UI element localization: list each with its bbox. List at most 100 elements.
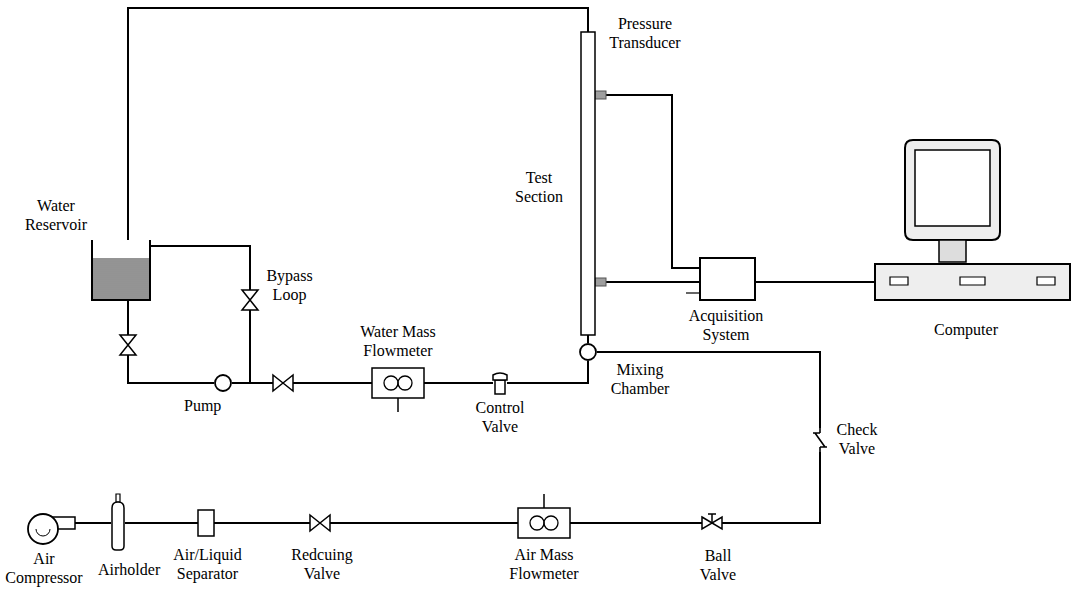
part-label: Pressure Transducer — [600, 14, 690, 52]
pc-outline — [939, 240, 966, 262]
airholder: Airholder — [111, 494, 125, 550]
pump-symbol — [214, 374, 232, 392]
pressure-transducer — [595, 278, 606, 286]
component-label: Check Valve — [832, 420, 882, 458]
component-label: Control Valve — [460, 398, 540, 436]
pressure-transducer — [595, 91, 606, 99]
meter-outline — [518, 508, 570, 538]
pipe-line — [597, 352, 820, 428]
pc-outline — [915, 150, 990, 226]
air-flowmeter: Air Mass Flowmeter — [518, 508, 570, 538]
ball-outline — [708, 514, 716, 523]
cvalve-outline — [495, 380, 505, 394]
pipe-line — [722, 452, 820, 523]
reducing-valve-symbol — [310, 515, 330, 531]
pc-outline — [960, 277, 985, 285]
loop-label: Bypass Loop — [262, 266, 317, 304]
water-flowmeter-symbol — [372, 368, 424, 398]
ball-valve: Ball Valve — [702, 513, 722, 533]
component-label: Redcuing Valve — [287, 545, 357, 583]
air-compressor-symbol — [25, 505, 75, 545]
meter-outline — [372, 368, 424, 398]
pipe-line — [595, 95, 700, 268]
water-flowmeter: Water Mass Flowmeter — [372, 368, 424, 398]
meter-rotor — [530, 516, 544, 530]
water-reservoir-symbol — [92, 240, 150, 300]
pipe-line — [128, 8, 588, 240]
pipe-line — [125, 522, 198, 524]
mixing-chamber: Mixing Chamber — [579, 343, 597, 361]
air-liquid-separator: Air/Liquid Separator — [198, 510, 214, 536]
control-valve-symbol — [493, 372, 507, 394]
pipe-line — [507, 361, 588, 383]
pipe-line — [755, 281, 875, 283]
component-label: Ball Valve — [692, 546, 744, 584]
input-stub — [686, 292, 700, 293]
bypass-valve — [242, 290, 258, 310]
component-label: Acquisition System — [676, 306, 776, 344]
pipe-line — [128, 300, 214, 383]
air-flowmeter-symbol — [518, 508, 570, 538]
component-label: Air Compressor — [3, 549, 85, 587]
acquisition-system: Acquisition System — [700, 258, 755, 300]
flowmeter-stem — [543, 494, 545, 508]
reducing-valve: Redcuing Valve — [310, 515, 330, 531]
check-outline — [813, 428, 827, 452]
pc-outline — [890, 277, 908, 285]
water — [92, 258, 150, 300]
pipe-line — [330, 522, 518, 524]
pc-outline — [875, 264, 1070, 300]
test-section-symbol — [581, 32, 595, 335]
pump: Pump — [214, 374, 232, 392]
mixing-chamber-symbol — [579, 343, 597, 361]
pipe-line — [232, 382, 372, 384]
comp-outline — [36, 529, 50, 536]
valve-outline — [310, 515, 330, 531]
component-label: Mixing Chamber — [604, 360, 676, 398]
pc-outline — [1037, 277, 1055, 285]
control-valve: Control Valve — [493, 372, 507, 394]
pipe-line — [595, 281, 700, 283]
tank-outline — [92, 240, 150, 300]
flowmeter-stem — [397, 398, 399, 412]
meter-rotor — [544, 516, 558, 530]
pump-outline — [215, 375, 231, 391]
meter-rotor — [384, 376, 398, 390]
component-label: Air/Liquid Separator — [170, 545, 245, 583]
test-section: Test Section — [581, 32, 595, 335]
pipe-line — [75, 522, 111, 524]
meter-rotor — [398, 376, 412, 390]
airholder-symbol — [111, 494, 125, 550]
component-label: Test Section — [505, 168, 573, 206]
blower-housing — [28, 514, 58, 544]
pipe-line — [214, 522, 310, 524]
pipe-line — [150, 246, 250, 383]
sep-outline — [198, 510, 214, 536]
holder-outline — [116, 494, 120, 502]
acq-outline — [700, 258, 755, 300]
air-liquid-separator-symbol — [198, 510, 214, 536]
computer: Computer — [875, 140, 1070, 300]
holder-outline — [112, 502, 124, 550]
component-label: Pump — [184, 396, 221, 415]
tube-outline — [581, 32, 595, 335]
component-label: Water Mass Flowmeter — [348, 322, 448, 360]
computer-symbol — [875, 140, 1070, 300]
shutoff-valve — [120, 335, 136, 355]
component-label: Airholder — [98, 560, 160, 579]
acquisition-system-symbol — [700, 258, 755, 300]
mix-outline — [580, 344, 596, 360]
check-valve: Check Valve — [812, 428, 828, 452]
water-reservoir: Water Reservoir — [92, 240, 150, 300]
ball-valve-symbol — [702, 513, 722, 533]
pipe-line — [587, 335, 589, 343]
pipe-line — [570, 522, 702, 524]
check-valve-symbol — [812, 428, 828, 452]
cvalve-outline — [493, 373, 507, 380]
pc-outline — [905, 140, 1000, 240]
pump-outlet-valve — [273, 375, 293, 391]
air-compressor: Air Compressor — [25, 505, 75, 545]
pipe-line — [424, 382, 493, 384]
component-label: Computer — [934, 320, 998, 339]
component-label: Water Reservoir — [20, 196, 92, 234]
